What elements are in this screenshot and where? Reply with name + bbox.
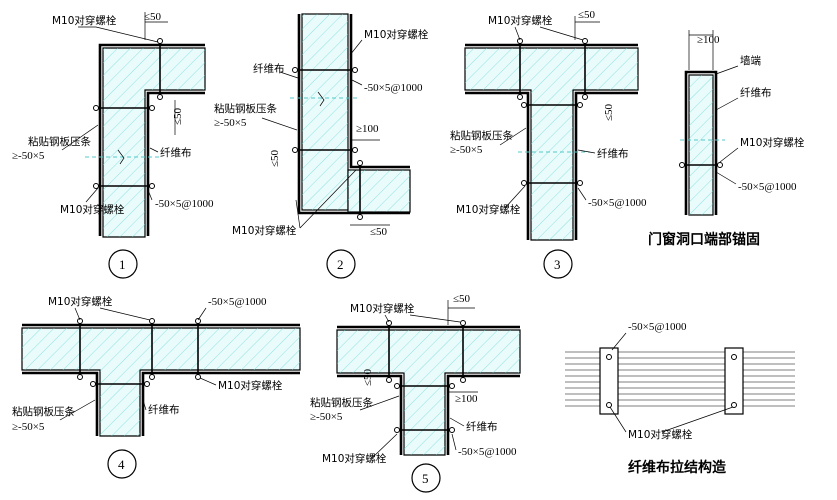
detail-5: M10对穿螺栓 ≤50 ≤50 粘贴钢板压条 ≥-50×5 ≥100 纤维布 -… [310,293,521,493]
detail-2: M10对穿螺栓 纤维布 -50×5@1000 粘贴钢板压条 ≥-50×5 ≥10… [214,13,429,279]
label-strip-size-1: ≥-50×5 [12,150,45,162]
title-fiber-tie: 纤维布拉结构造 [628,459,726,476]
dim-ge100-2: ≥100 [356,123,379,135]
dim-ge100-end: ≥100 [697,34,720,46]
fiber-cloth-1 [98,43,205,236]
dim-le50-2a: ≤50 [269,149,281,167]
label-fiber-1: 纤维布 [160,146,192,159]
label-strip-size-3: ≥-50×5 [450,144,483,156]
label-m10-3a: M10对穿螺栓 [488,14,553,27]
label-strip-1: 粘贴钢板压条 [28,135,91,148]
label-spacing-1: -50×5@1000 [155,198,214,210]
detail-fiber-tie: -50×5@1000 M10对穿螺栓 纤维布拉结构造 [565,321,795,476]
label-m10-2a: M10对穿螺栓 [364,28,429,41]
steel-plate-tie-1 [599,347,619,415]
detail-number-2: 2 [337,257,344,272]
dim-le50-5a: ≤50 [453,293,471,305]
dim-le50-5b: ≤50 [362,368,374,386]
dim-le50-2b: ≤50 [370,226,388,238]
label-spacing-5: -50×5@1000 [458,446,517,458]
label-m10-4a: M10对穿螺栓 [48,295,113,308]
label-m10-1b: M10对穿螺栓 [60,203,125,216]
label-strip-4: 粘贴钢板压条 [12,405,75,418]
label-spacing-2: -50×5@1000 [364,82,423,94]
label-spacing-3: -50×5@1000 [588,197,647,209]
detail-marker-4 [107,449,137,479]
detail-marker-5 [411,463,441,493]
detail-number-3: 3 [554,257,561,272]
detail-marker-3 [543,249,573,279]
label-fiber-5: 纤维布 [466,420,498,433]
label-fiber-2: 纤维布 [253,62,285,75]
label-fiber-4: 纤维布 [148,403,180,416]
label-strip-size-4: ≥-50×5 [12,421,45,433]
label-m10-2b: M10对穿螺栓 [232,224,297,237]
label-m10-4b: M10对穿螺栓 [218,379,283,392]
label-spacing-tie: -50×5@1000 [628,321,687,333]
label-fiber-3: 纤维布 [597,147,629,160]
label-strip-size-2: ≥-50×5 [214,117,247,129]
label-strip-5: 粘贴钢板压条 [310,396,373,409]
title-door-window: 门窗洞口端部锚固 [648,231,760,248]
detail-number-5: 5 [422,471,429,486]
dim-le50-1b: ≤50 [172,107,184,125]
label-strip-2: 粘贴钢板压条 [214,102,277,115]
steel-plate-tie-2 [724,347,744,415]
detail-1: ≤50 ≤50 M10对穿螺栓 粘贴钢板压条 ≥-50×5 纤维布 M10对穿螺… [12,11,214,279]
detail-number-4: 4 [118,457,125,472]
dim-le50-1a: ≤50 [144,11,162,23]
label-m10-end: M10对穿螺栓 [740,136,805,149]
label-m10-5b: M10对穿螺栓 [322,452,387,465]
detail-marker-2 [326,249,356,279]
label-m10-5a: M10对穿螺栓 [350,302,415,315]
detail-4: M10对穿螺栓 -50×5@1000 M10对穿螺栓 粘贴钢板压条 ≥-50×5… [12,295,301,479]
label-strip-size-5: ≥-50×5 [310,411,343,423]
detail-wall-end: ≥100 墙端 纤维布 M10对穿螺栓 -50×5@1000 门窗洞口端部锚固 [648,30,805,248]
label-fiber-end: 纤维布 [740,86,772,99]
label-m10-1a: M10对穿螺栓 [52,14,117,27]
detail-3: M10对穿螺栓 ≤50 ≤50 粘贴钢板压条 ≥-50×5 纤维布 M10对穿螺… [450,9,647,279]
label-spacing-end: -50×5@1000 [738,181,797,193]
dim-le50-3a: ≤50 [578,9,596,21]
detail-marker-1 [108,249,138,279]
label-m10-tie: M10对穿螺栓 [628,428,693,441]
label-m10-3b: M10对穿螺栓 [456,203,521,216]
label-spacing-4: -50×5@1000 [208,296,267,308]
label-strip-3: 粘贴钢板压条 [450,129,513,142]
label-wall-edge: 墙端 [740,54,761,67]
detail-number-1: 1 [119,257,126,272]
dim-ge100-5: ≥100 [455,393,478,405]
dim-le50-3b: ≤50 [603,103,615,121]
